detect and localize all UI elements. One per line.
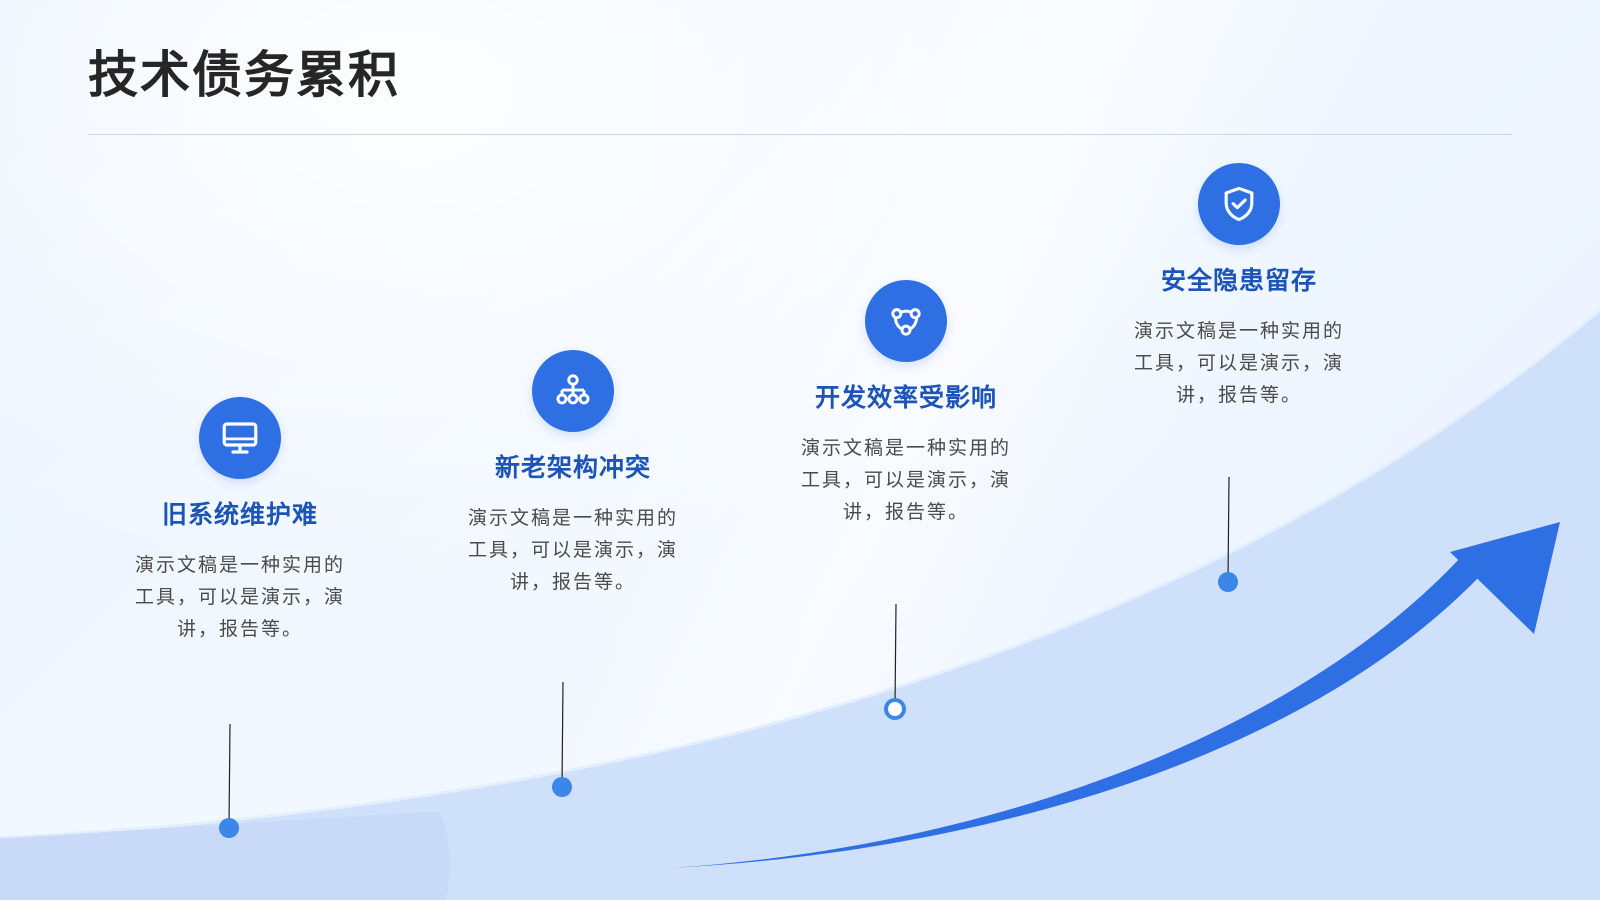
timeline-dot-1 — [219, 818, 239, 838]
card-icon-badge — [532, 350, 614, 432]
card-icon-badge — [1198, 163, 1280, 245]
card-architecture-conflict: 新老架构冲突 演示文稿是一种实用的工具，可以是演示，演讲，报告等。 — [453, 350, 693, 598]
card-description: 演示文稿是一种实用的工具，可以是演示，演讲，报告等。 — [467, 507, 678, 593]
lower-left-shade — [0, 812, 451, 900]
card-dev-efficiency: 开发效率受影响 演示文稿是一种实用的工具，可以是演示，演讲，报告等。 — [786, 280, 1026, 528]
monitor-icon — [222, 422, 258, 454]
stem-line-2 — [561, 681, 564, 787]
stem-line-4 — [1227, 476, 1230, 582]
shield-check-icon — [1224, 186, 1254, 222]
growth-arrow-head — [1450, 522, 1560, 634]
card-description: 演示文稿是一种实用的工具，可以是演示，演讲，报告等。 — [800, 437, 1011, 523]
card-icon-badge — [865, 280, 947, 362]
card-icon-badge — [199, 397, 281, 479]
timeline-dot-2 — [552, 777, 572, 797]
card-title: 旧系统维护难 — [161, 500, 318, 529]
card-title: 开发效率受影响 — [814, 383, 997, 412]
card-title: 新老架构冲突 — [494, 453, 651, 482]
page-title: 技术债务累积 — [88, 46, 400, 104]
timeline-dot-3 — [884, 698, 906, 720]
stem-line-3 — [894, 603, 897, 709]
rising-curve-highlight — [0, 308, 1600, 840]
title-divider — [88, 134, 1512, 135]
card-description: 演示文稿是一种实用的工具，可以是演示，演讲，报告等。 — [1133, 320, 1344, 406]
timeline-dot-4 — [1218, 572, 1238, 592]
stem-line-1 — [228, 723, 231, 827]
card-title: 安全隐患留存 — [1160, 266, 1317, 295]
card-legacy-maintenance: 旧系统维护难 演示文稿是一种实用的工具，可以是演示，演讲，报告等。 — [120, 397, 360, 645]
network-icon — [891, 308, 921, 336]
card-description: 演示文稿是一种实用的工具，可以是演示，演讲，报告等。 — [134, 554, 345, 640]
hierarchy-icon — [556, 374, 590, 405]
card-security-risk: 安全隐患留存 演示文稿是一种实用的工具，可以是演示，演讲，报告等。 — [1119, 163, 1359, 411]
